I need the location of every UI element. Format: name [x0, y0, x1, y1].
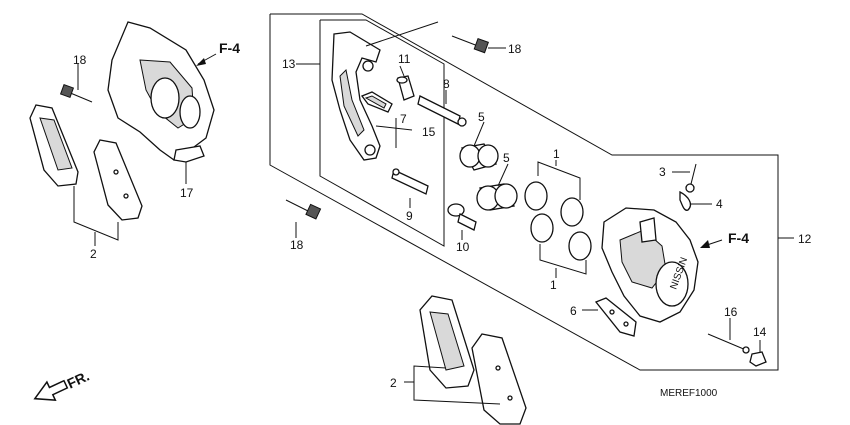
caliper-bracket-left — [107, 21, 215, 163]
callout-2-bottom: 2 — [390, 376, 397, 390]
slide-pin-8 — [417, 95, 467, 127]
bolt-18-bottom — [285, 199, 322, 220]
callout-14: 14 — [753, 325, 767, 339]
callout-13: 13 — [282, 57, 296, 71]
pin-boot-10 — [447, 203, 477, 231]
bolt-18-top — [451, 35, 489, 54]
callout-6: 6 — [570, 304, 577, 318]
bleeder-screw-3 — [685, 163, 697, 193]
pad-shim-6 — [594, 297, 637, 337]
callout-16: 16 — [724, 305, 738, 319]
callout-3: 3 — [659, 165, 666, 179]
ref-label-f4-top: F-4 — [219, 40, 240, 56]
callout-4: 4 — [716, 197, 723, 211]
callout-10: 10 — [456, 240, 470, 254]
direction-label: FR. — [64, 368, 91, 392]
callout-18-top: 18 — [508, 42, 522, 56]
callout-18-bottom: 18 — [290, 238, 304, 252]
callout-12: 12 — [798, 232, 812, 246]
pin-boot-11 — [396, 75, 415, 101]
callout-1-upper: 1 — [553, 147, 560, 161]
front-direction-arrow: FR. — [33, 368, 92, 401]
slide-pin-9 — [391, 168, 429, 195]
callout-15: 15 — [422, 125, 436, 139]
brake-pad-left-a — [29, 104, 79, 187]
callout-17: 17 — [180, 186, 194, 200]
diagram-code: MEREF1000 — [660, 388, 718, 399]
nut-14 — [749, 351, 767, 367]
leader-lines — [73, 21, 794, 405]
caliper-assembly-box — [269, 13, 779, 371]
callout-8: 8 — [443, 77, 450, 91]
callout-11: 11 — [398, 52, 411, 66]
callout-18-left: 18 — [73, 53, 87, 67]
callout-1-lower: 1 — [550, 278, 557, 292]
bracket-assembly-box — [319, 19, 445, 247]
bleeder-cap-4 — [679, 190, 692, 211]
callout-5-lower: 5 — [503, 151, 510, 165]
brake-pad-bottom-b — [471, 333, 527, 425]
caliper-body: NISSIN — [601, 207, 699, 323]
caliper-bracket-13 — [331, 31, 381, 161]
piston-seals-1 — [524, 181, 592, 261]
pad-spring-15 — [360, 91, 393, 113]
pin-bolt-16 — [707, 333, 750, 354]
ref-arrow-f4-top — [196, 53, 217, 66]
piston-5-upper — [459, 143, 499, 171]
ref-label-f4-right: F-4 — [728, 230, 749, 246]
bolt-18-left — [59, 83, 93, 103]
callout-5-upper: 5 — [478, 110, 485, 124]
brake-pad-bottom-a — [419, 295, 475, 389]
piston-5-lower — [476, 183, 518, 211]
callout-9: 9 — [406, 209, 413, 223]
callout-2-left: 2 — [90, 247, 97, 261]
callout-7: 7 — [400, 112, 407, 126]
brake-pad-left-b — [93, 139, 143, 221]
ref-arrow-f4-right — [700, 239, 723, 248]
